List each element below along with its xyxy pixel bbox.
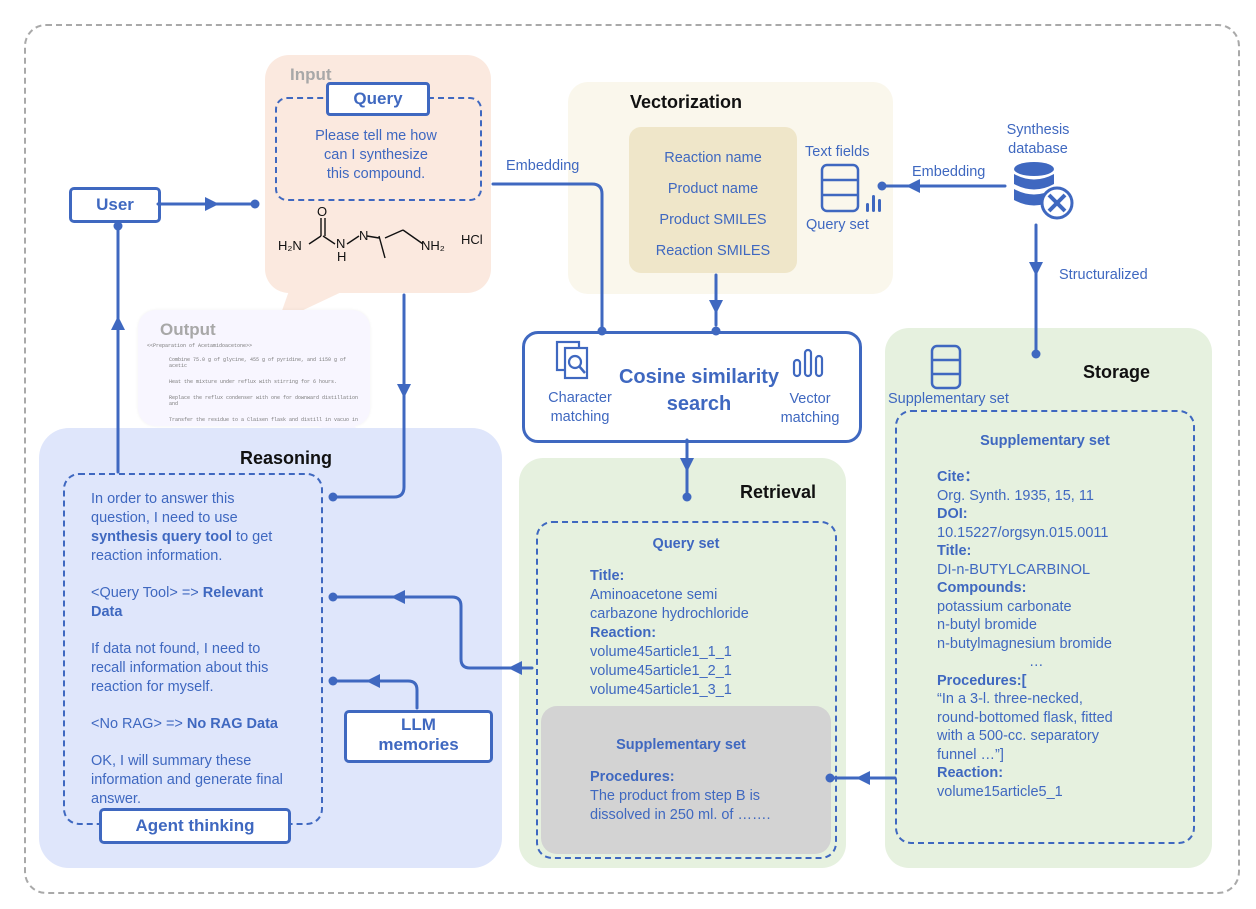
character-matching-label: Character matching [548, 390, 612, 425]
storage-panel [885, 328, 1212, 868]
text-fields-label: Text fields [805, 144, 870, 160]
storage-inner-title: Supplementary set [980, 433, 1110, 449]
llm-memories-box: LLM memories [344, 710, 493, 763]
mol-n2: N [359, 228, 368, 243]
vector-matching-label: Vector matching [780, 391, 840, 426]
mol-h2n: H₂N [278, 238, 302, 253]
field-product-smiles: Product SMILES [659, 212, 767, 228]
mol-o: O [317, 204, 327, 219]
field-product-name: Product name [667, 181, 759, 197]
output-bubble [138, 310, 370, 426]
storage-supp-label: Supplementary set [888, 391, 1009, 407]
edge-label-embedding-right: Embedding [912, 164, 986, 180]
output-title: Output [160, 320, 216, 339]
mol-hcl: HCl [461, 232, 483, 247]
storage-database-icon [930, 344, 962, 390]
retrieval-title: Retrieval [740, 482, 817, 502]
query-set-label: Query set [806, 217, 869, 233]
retrieval-supplementary-box [541, 706, 831, 854]
field-reaction-smiles: Reaction SMILES [655, 243, 771, 259]
character-matching-icon [555, 340, 589, 380]
fields-box [629, 127, 797, 273]
storage-content: Cite： Org. Synth. 1935, 15, 11 DOI: 10.1… [937, 469, 1113, 800]
storage-dashed-box [895, 410, 1195, 844]
retrieval-dashed-box [536, 521, 837, 859]
outer-frame [24, 24, 1240, 894]
retrieval-supp-title: Supplementary set [616, 737, 746, 753]
fields-list: Reaction name Product name Product SMILE… [629, 143, 797, 267]
arrow-llm-to-reasoning [331, 679, 419, 710]
arrow-retrieval-to-reasoning [331, 595, 534, 670]
edge-label-structuralized: Structuralized [1059, 267, 1148, 283]
query-text: Please tell me how can I synthesize this… [315, 128, 437, 182]
database-icon [820, 163, 881, 213]
query-label-box: Query [326, 82, 430, 116]
field-reaction-name: Reaction name [664, 150, 762, 166]
mol-n1: N [336, 236, 345, 251]
reasoning-panel [39, 428, 502, 868]
retrieval-supp-content: Procedures: The product from step B is d… [590, 769, 771, 823]
reasoning-text: In order to answer this question, I need… [91, 491, 283, 807]
vectorization-title: Vectorization [630, 92, 743, 112]
synthesis-db-label: Synthesis database [1006, 122, 1070, 157]
reasoning-title: Reasoning [240, 448, 333, 468]
molecule-structure: O H₂N N H N NH₂ HCl [278, 204, 483, 264]
agent-thinking-label: Agent thinking [99, 808, 291, 844]
cosine-title: Cosine similarity search [618, 366, 780, 415]
mol-nh2: NH₂ [421, 238, 445, 253]
vector-matching-icon [792, 348, 824, 378]
storage-title: Storage [1083, 362, 1151, 382]
retrieval-query-set-content: Title: Aminoacetone semi carbazone hydro… [590, 568, 749, 698]
input-title: Input [290, 65, 332, 84]
retrieval-query-set-title: Query set [652, 536, 720, 552]
arrow-input-to-reasoning [331, 293, 406, 499]
output-document: <<Preparation of Acetamidoacetone>> Comb… [147, 343, 359, 423]
arrow-input-to-cosine [491, 182, 604, 333]
mol-h: H [337, 249, 346, 264]
synthesis-db-icon [1014, 162, 1074, 220]
edge-label-embedding-left: Embedding [506, 158, 580, 174]
